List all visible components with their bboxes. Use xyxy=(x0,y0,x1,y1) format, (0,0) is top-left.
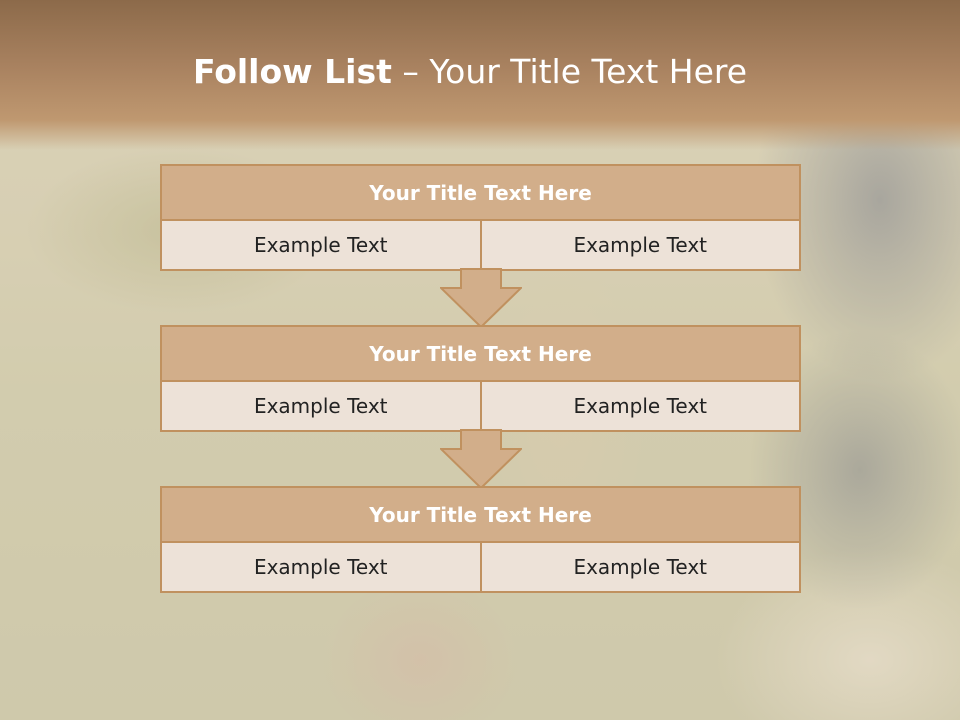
slide-title: Follow List – Your Title Text Here xyxy=(0,52,940,91)
step-row: Example Text Example Text xyxy=(160,221,801,271)
step-cell-left: Example Text xyxy=(162,543,480,591)
step-row: Example Text Example Text xyxy=(160,382,801,432)
step-block-3: Your Title Text Here Example Text Exampl… xyxy=(160,486,801,593)
down-arrow-icon xyxy=(440,429,522,489)
step-cell-right: Example Text xyxy=(479,382,799,430)
step-title: Your Title Text Here xyxy=(160,486,801,543)
step-cell-right: Example Text xyxy=(479,221,799,269)
step-cell-left: Example Text xyxy=(162,221,480,269)
slide-title-rest: – Your Title Text Here xyxy=(391,52,748,91)
down-arrow-icon xyxy=(440,268,522,328)
step-row: Example Text Example Text xyxy=(160,543,801,593)
slide-title-bold: Follow List xyxy=(192,52,392,91)
header-band xyxy=(0,0,960,150)
step-title: Your Title Text Here xyxy=(160,325,801,382)
step-block-2: Your Title Text Here Example Text Exampl… xyxy=(160,325,801,432)
step-cell-right: Example Text xyxy=(479,543,799,591)
step-block-1: Your Title Text Here Example Text Exampl… xyxy=(160,164,801,271)
step-title: Your Title Text Here xyxy=(160,164,801,221)
step-cell-left: Example Text xyxy=(162,382,480,430)
